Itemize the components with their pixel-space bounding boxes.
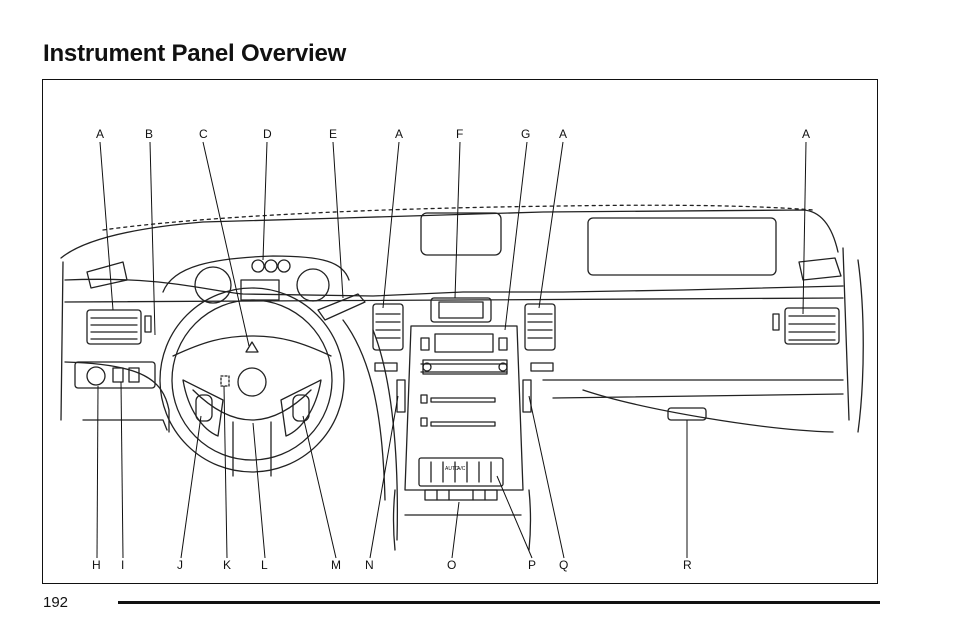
air-vent-right	[784, 307, 840, 345]
climate-control-panel	[418, 457, 504, 487]
callout-top-a-4: A	[802, 127, 810, 141]
climate-ac-label: A/C	[457, 466, 466, 472]
callout-bottom-p: P	[528, 558, 536, 572]
defrost-vent-center	[420, 212, 502, 256]
hazard-warning-button	[245, 341, 259, 353]
callout-bottom-n: N	[365, 558, 374, 572]
callout-bottom-j: J	[177, 558, 183, 572]
callout-bottom-o: O	[447, 558, 456, 572]
callout-top-f: F	[456, 127, 463, 141]
rear-climate-controls	[424, 489, 498, 501]
radio-display	[434, 333, 494, 353]
callout-top-a-1: A	[96, 127, 104, 141]
callout-bottom-l: L	[261, 558, 268, 572]
callout-bottom-h: H	[92, 558, 101, 572]
headlamp-switch-knob	[86, 366, 106, 386]
footer-rule	[118, 601, 880, 604]
callout-bottom-r: R	[683, 558, 692, 572]
instrument-panel-illustration: AUTO A/C A B C D E A F G A	[42, 79, 878, 584]
air-vent-center-right	[524, 303, 556, 351]
side-vent-right	[798, 257, 842, 281]
callout-top-e: E	[329, 127, 337, 141]
steering-controls-right	[280, 379, 322, 437]
analog-clock	[430, 297, 492, 323]
speedometer-gauge	[194, 266, 232, 304]
cluster-hood	[162, 255, 350, 293]
steering-wheel	[159, 287, 345, 473]
callout-top-b: B	[145, 127, 153, 141]
callout-bottom-m: M	[331, 558, 341, 572]
glove-box-handle	[667, 407, 707, 421]
callout-top-a-3: A	[559, 127, 567, 141]
page-title: Instrument Panel Overview	[43, 40, 347, 67]
callout-top-a-2: A	[395, 127, 403, 141]
dash-panel-right	[587, 217, 777, 276]
dashboard-line-drawing: AUTO A/C A B C D E A F G A	[60, 127, 864, 572]
dashboard-top-outline	[60, 209, 839, 259]
steering-wheel-emblem	[237, 367, 267, 397]
callout-top-c: C	[199, 127, 208, 141]
side-vent-left	[86, 261, 128, 289]
tachometer-gauge	[296, 268, 330, 302]
air-vent-center-left	[372, 303, 404, 351]
callout-top-d: D	[263, 127, 272, 141]
callout-top-g: G	[521, 127, 530, 141]
callout-bottom-i: I	[121, 558, 124, 572]
climate-auto-label: AUTO	[445, 466, 459, 472]
turn-signal-lever	[317, 293, 366, 321]
callout-bottom-q: Q	[559, 558, 568, 572]
callout-bottom-k: K	[223, 558, 231, 572]
air-vent-left	[86, 309, 142, 345]
center-stack	[404, 325, 524, 491]
steering-controls-left	[182, 379, 224, 437]
page-number: 192	[43, 594, 69, 611]
